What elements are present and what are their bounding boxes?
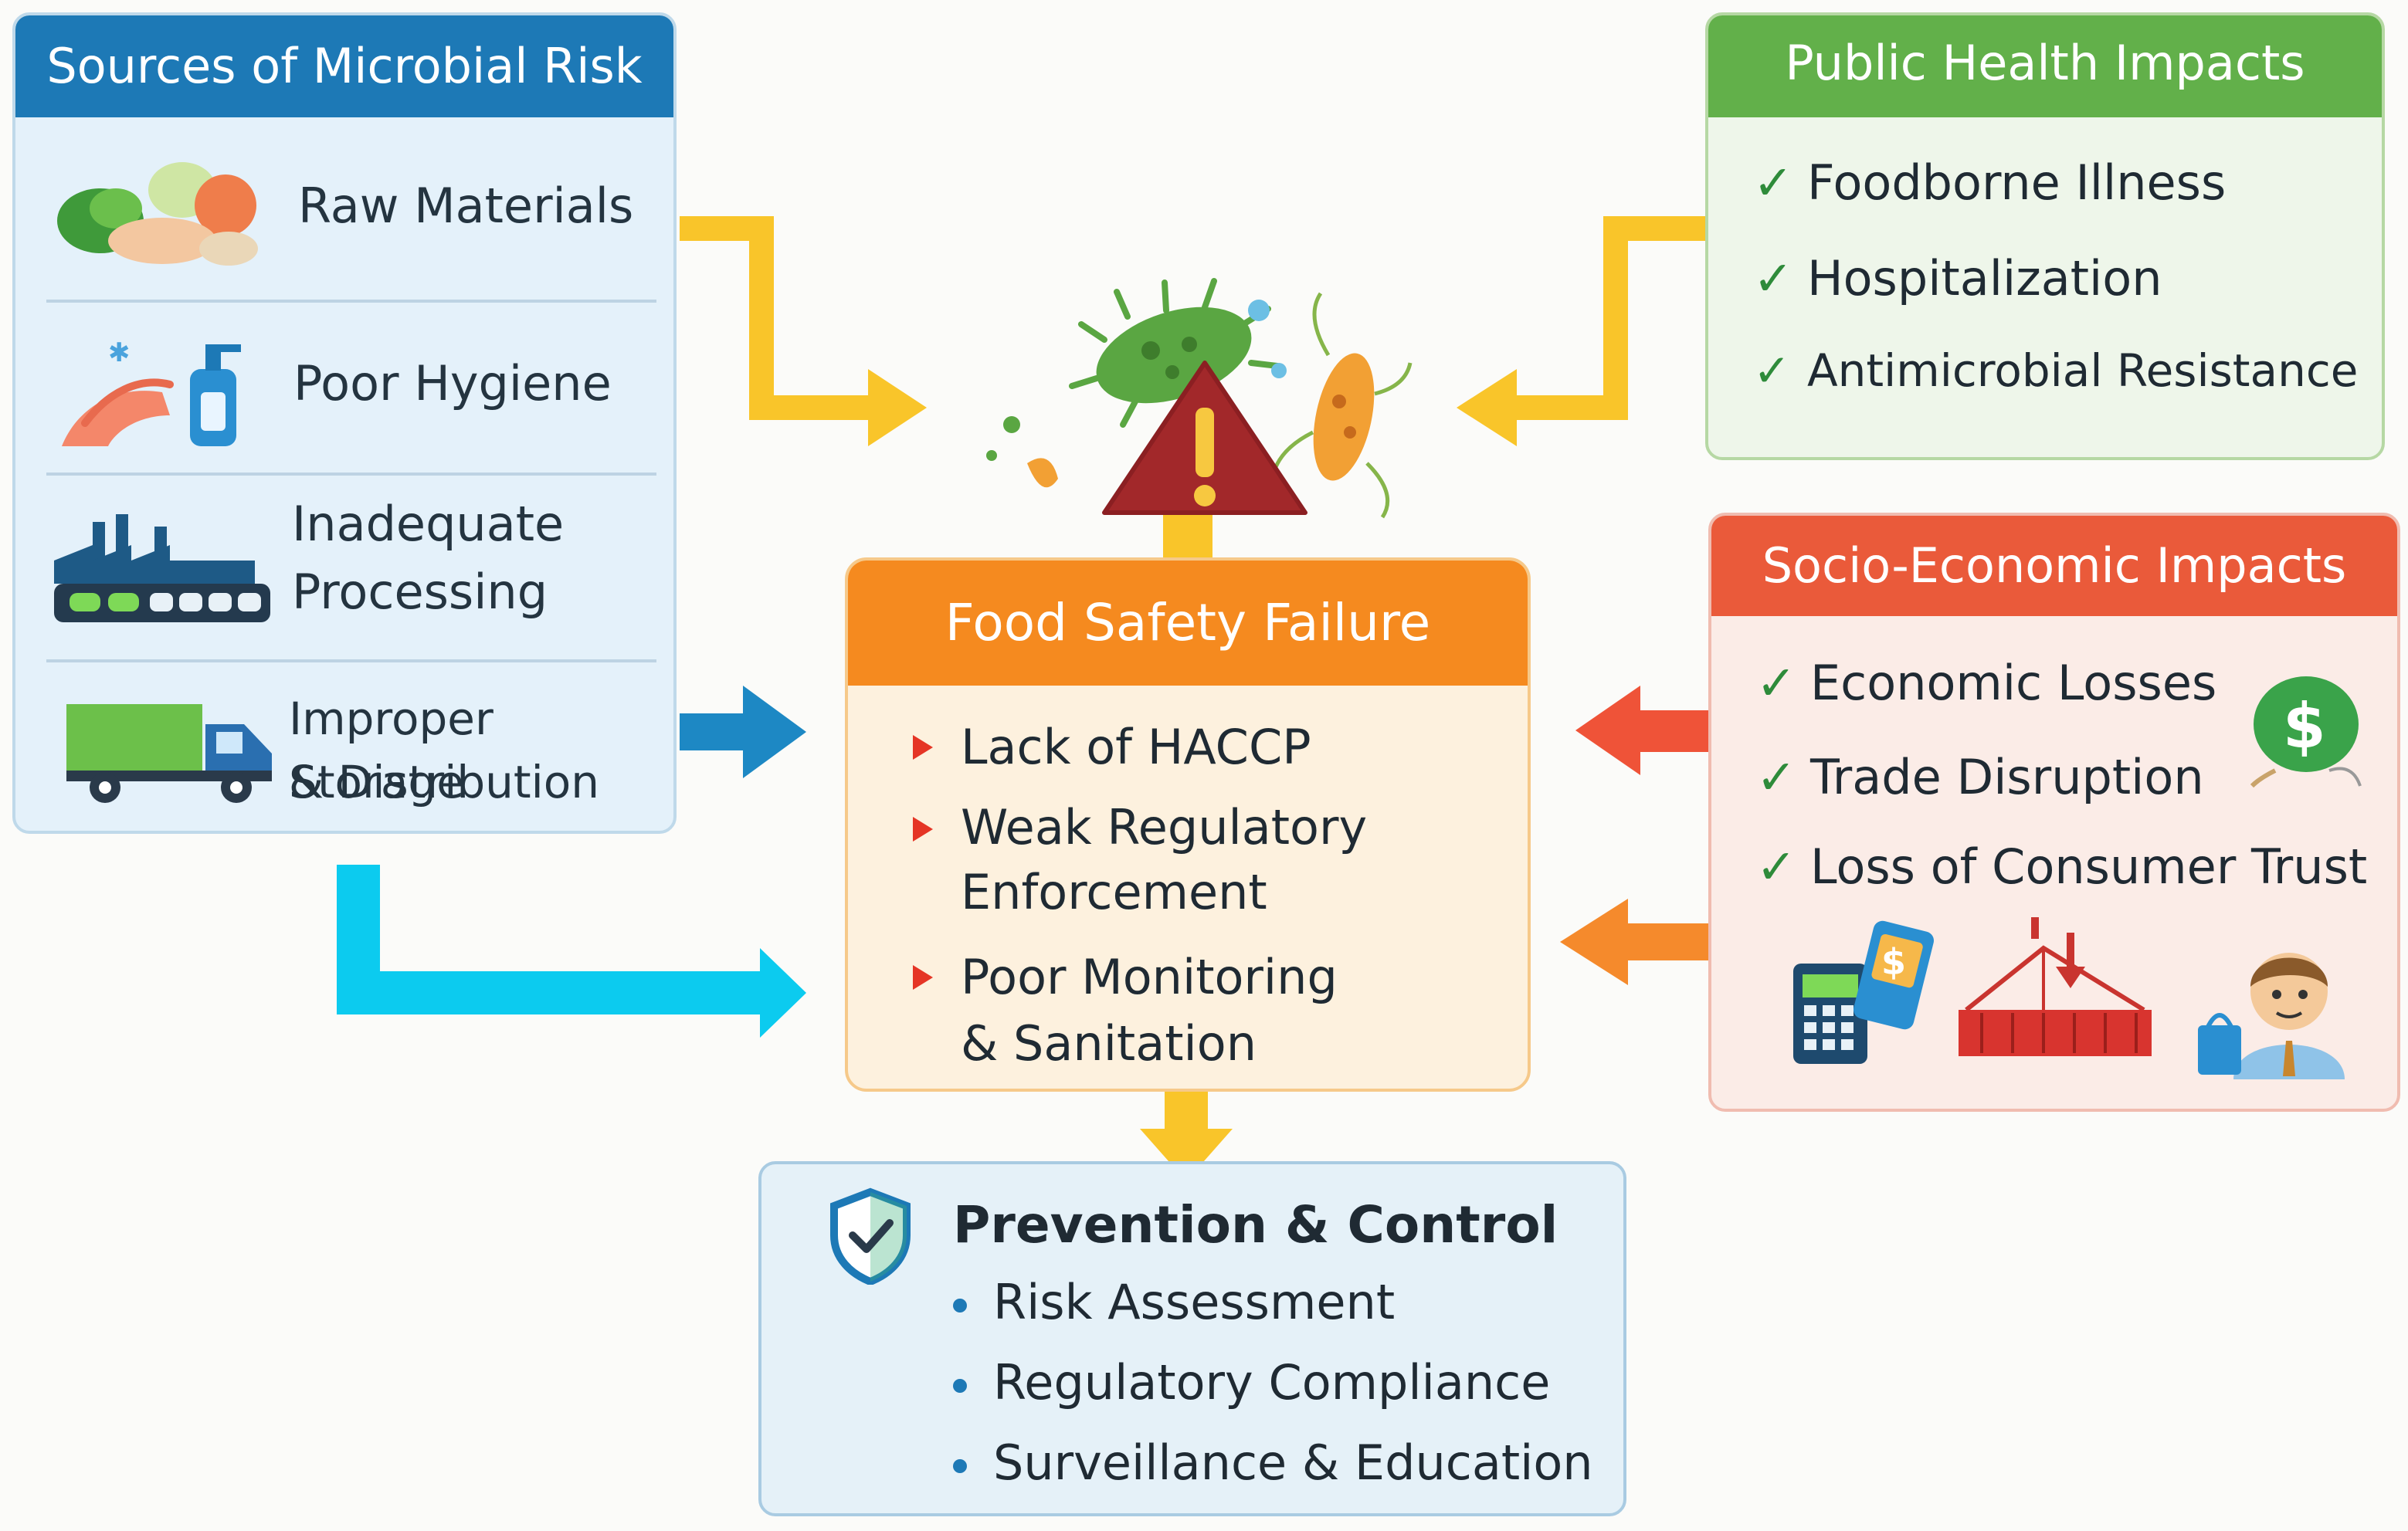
consumer-icon — [2198, 953, 2345, 1079]
check-icon: ✓ — [1753, 154, 1793, 211]
prevention-item: Risk Assessment — [993, 1274, 1396, 1330]
sources-title: Sources of Microbial Risk — [15, 15, 673, 117]
check-icon: ✓ — [1753, 250, 1793, 307]
health-item: ✓Antimicrobial Resistance — [1753, 344, 2359, 397]
health-item: ✓Foodborne Illness — [1753, 154, 2227, 211]
triangle-bullet-icon — [913, 817, 933, 842]
factory-icon — [54, 514, 270, 622]
bullet-dot — [953, 1299, 967, 1313]
public-health-panel: Public Health Impacts ✓Foodborne Illness… — [1705, 12, 2385, 460]
sources-panel: Sources of Microbial Risk Raw Materials … — [12, 12, 677, 834]
triangle-bullet-icon — [913, 735, 933, 760]
arrow-head-socio-to-failure-red — [1575, 686, 1640, 775]
prevention-control-panel: Prevention & Control Risk Assessment Reg… — [758, 1161, 1626, 1516]
arrow-sources-to-failure — [337, 865, 765, 1014]
arrow-head-sources-to-failure — [760, 948, 806, 1038]
failure-item-cont: & Sanitation — [961, 1015, 1257, 1072]
prevention-title: Prevention & Control — [953, 1195, 1558, 1255]
orange-bacterium-icon — [1272, 292, 1413, 519]
arrow-head-socio-to-failure-orange — [1560, 899, 1628, 985]
arrow-health-to-hazard — [1514, 216, 1705, 420]
socio-economic-title: Socio-Economic Impacts — [1711, 516, 2397, 616]
source-item-improper-storage: Improper Storage & Distribution — [15, 662, 673, 831]
source-label: Inadequate — [292, 496, 565, 552]
arrow-head-storage-to-failure — [743, 686, 806, 778]
prevention-item: Regulatory Compliance — [993, 1354, 1551, 1411]
svg-text:$: $ — [1881, 941, 1906, 983]
arrow-sources-to-hazard — [680, 216, 871, 420]
hazard-cluster — [986, 278, 1413, 519]
divider — [46, 473, 656, 476]
socio-item: ✓Economic Losses — [1756, 655, 2217, 711]
arrow-socio-to-failure-orange — [1626, 923, 1708, 960]
shield-check-icon — [830, 1187, 911, 1285]
prevention-item: Surveillance & Education — [993, 1434, 1593, 1491]
check-icon: ✓ — [1756, 749, 1796, 805]
arrow-head-sources-to-hazard — [868, 369, 927, 446]
public-health-title: Public Health Impacts — [1708, 15, 2382, 117]
arrow-socio-to-failure-red — [1637, 710, 1708, 752]
check-icon: ✓ — [1756, 838, 1796, 895]
arrow-failure-to-prevention — [1165, 1092, 1208, 1133]
source-item-inadequate-processing: Inadequate Processing — [15, 476, 673, 659]
svg-text:✱: ✱ — [108, 337, 131, 368]
handwash-icon: ✱ — [62, 337, 241, 446]
source-label: & Distribution — [289, 756, 600, 808]
socio-economic-panel: Socio-Economic Impacts ✓Economic Losses … — [1708, 513, 2400, 1112]
truck-icon — [66, 704, 272, 803]
divider — [46, 659, 656, 662]
svg-text:$: $ — [2283, 690, 2326, 762]
food-safety-failure-panel: Food Safety Failure Lack of HACCP Weak R… — [845, 557, 1531, 1092]
blue-spore-icon — [1248, 300, 1270, 321]
source-item-poor-hygiene: ✱ Poor Hygiene — [15, 303, 673, 473]
check-icon: ✓ — [1756, 655, 1796, 711]
arrow-head-failure-to-prevention — [1140, 1129, 1233, 1181]
socio-item: ✓Loss of Consumer Trust — [1756, 838, 2368, 895]
failure-item: Poor Monitoring — [961, 949, 1338, 1005]
health-item: ✓Hospitalization — [1753, 250, 2162, 307]
source-label: Poor Hygiene — [293, 355, 612, 412]
green-bacterium-icon — [1069, 278, 1280, 428]
source-label: Processing — [292, 564, 548, 620]
source-label: Raw Materials — [298, 178, 634, 234]
bullet-dot — [953, 1379, 967, 1393]
source-item-raw-materials: Raw Materials — [15, 117, 673, 300]
yellow-germ-icon — [1027, 458, 1058, 488]
socio-item: ✓Trade Disruption — [1756, 749, 2204, 805]
bullet-dot — [953, 1459, 967, 1473]
failure-item-cont: Enforcement — [961, 864, 1267, 920]
divider — [46, 300, 656, 303]
money-bag-icon: $ — [2250, 676, 2362, 788]
source-label: Improper Storage — [289, 693, 493, 808]
vegetables-icon — [57, 162, 258, 266]
failure-item: Weak Regulatory — [961, 799, 1368, 855]
failure-title: Food Safety Failure — [848, 561, 1528, 686]
check-icon: ✓ — [1753, 344, 1791, 397]
calculator-money-icon: $ — [1793, 920, 1934, 1064]
failure-item: Lack of HACCP — [961, 719, 1311, 775]
warning-icon — [1102, 361, 1307, 515]
arrow-head-health-to-hazard — [1457, 369, 1517, 446]
triangle-bullet-icon — [913, 965, 933, 990]
trade-ship-icon — [1959, 917, 2152, 1056]
